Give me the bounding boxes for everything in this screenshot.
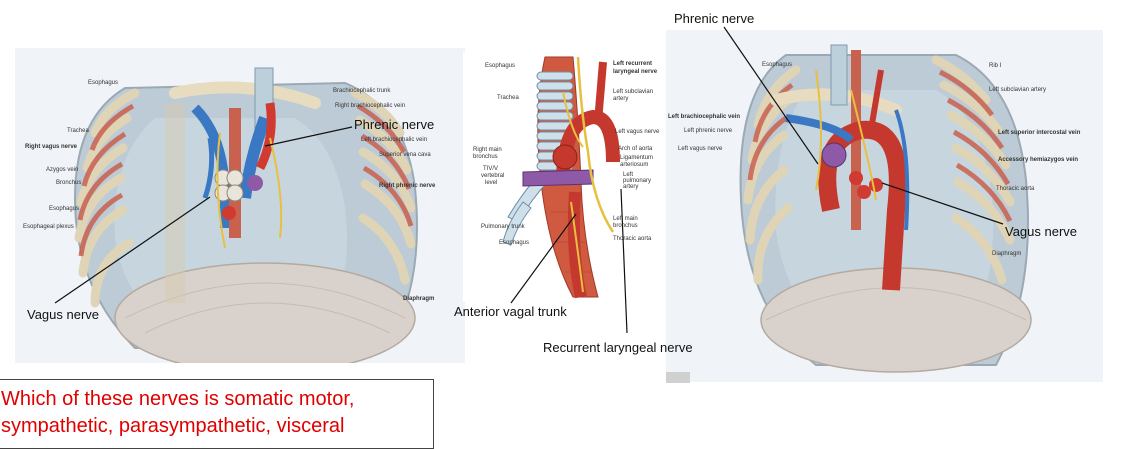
callout-phrenic-nerve-left: Phrenic nerve <box>354 117 435 132</box>
mid-label-left-subclavian-1: Left subclavian <box>613 89 654 95</box>
label-esophagus-lower: Esophagus <box>49 206 80 212</box>
middle-figure-canvas: Esophagus Left recurrent laryngeal nerve… <box>463 52 665 302</box>
label-azygos-vein: Azygos vein <box>46 167 79 173</box>
label-trachea: Trachea <box>67 128 89 134</box>
right-label-diaphragm: Diaphragm <box>992 251 1022 257</box>
label-right-phrenic-nerve: Right phrenic nerve <box>379 183 436 189</box>
mid-label-left-recurrent-1: Left recurrent <box>613 61 653 67</box>
question-line-2: sympathetic, parasympathetic, visceral <box>1 415 345 437</box>
label-esophageal-plexus: Esophageal plexus <box>23 224 74 230</box>
right-label-left-phrenic-nerve: Left phrenic nerve <box>684 128 733 134</box>
question-text-box[interactable]: Which of these nerves is somatic motor, … <box>0 379 434 449</box>
mid-label-left-main-bronchus-1: Left main <box>613 216 638 222</box>
right-label-left-brachiocephalic-vein: Left brachiocephalic vein <box>668 114 741 120</box>
right-label-left-superior-intercostal-vein: Left superior intercostal vein <box>998 130 1081 136</box>
label-bronchus: Bronchus <box>56 180 82 186</box>
middle-anatomy-figure: Esophagus Left recurrent laryngeal nerve… <box>463 52 665 302</box>
question-text: Which of these nerves is somatic motor, … <box>1 386 354 440</box>
right-figure-canvas: Esophagus Rib I Left subclavian artery L… <box>666 30 1103 382</box>
mid-label-pulmonary-trunk: Pulmonary trunk <box>481 224 525 230</box>
mid-label-left-subclavian-2: artery <box>613 96 629 102</box>
mid-label-trachea: Trachea <box>497 95 519 101</box>
label-left-brachiocephalic-vein: Left brachiocephalic vein <box>361 137 428 143</box>
mid-label-left-vagus: Left vagus nerve <box>615 129 660 135</box>
slide-scroll-marker <box>666 372 690 383</box>
callout-recurrent-laryngeal-nerve: Recurrent laryngeal nerve <box>543 340 693 355</box>
label-right-brachiocephalic-vein: Right brachiocephalic vein <box>335 103 406 109</box>
callout-vagus-nerve-right: Vagus nerve <box>1005 224 1078 239</box>
mid-label-thoracic-aorta: Thoracic aorta <box>613 236 652 242</box>
mid-label-tiv-1: TIV/V <box>483 166 499 172</box>
right-label-thoracic-aorta: Thoracic aorta <box>996 186 1035 192</box>
mid-label-esophagus: Esophagus <box>485 63 516 69</box>
right-label-left-subclavian-artery: Left subclavian artery <box>989 87 1047 93</box>
question-line-1: Which of these nerves is somatic motor, <box>1 388 355 410</box>
mid-label-right-main-bronchus-1: Right main <box>473 147 502 153</box>
mid-label-tiv-3: level <box>485 180 498 186</box>
label-right-vagus-nerve: Right vagus nerve <box>25 144 78 150</box>
mid-label-left-pulmonary-3: artery <box>623 184 639 190</box>
mid-label-arch-of-aorta: Arch of aorta <box>618 146 653 152</box>
mid-label-ligamentum-2: arteriosum <box>620 162 649 168</box>
label-esophagus: Esophagus <box>88 80 119 86</box>
right-anatomy-figure: Esophagus Rib I Left subclavian artery L… <box>666 30 1103 382</box>
right-label-rib-1: Rib I <box>989 63 1002 69</box>
right-label-left-vagus-nerve: Left vagus nerve <box>678 146 723 152</box>
mid-label-right-main-bronchus-2: bronchus <box>473 154 498 160</box>
mid-label-left-pulmonary-2: pulmonary <box>623 178 652 184</box>
callout-anterior-vagal-trunk: Anterior vagal trunk <box>454 304 567 319</box>
label-brachiocephalic-trunk: Brachiocephalic trunk <box>333 88 391 94</box>
right-label-accessory-hemiazygos-vein: Accessory hemiazygos vein <box>998 157 1079 163</box>
label-superior-vena-cava: Superior vena cava <box>379 152 431 158</box>
right-figure-illustration <box>739 44 1032 373</box>
mid-label-ligamentum-1: Ligamentum <box>620 155 654 161</box>
mid-label-left-recurrent-2: laryngeal nerve <box>613 69 658 75</box>
mid-label-esophagus-lower: Esophagus <box>499 240 530 246</box>
right-label-esophagus: Esophagus <box>762 62 793 68</box>
callout-phrenic-nerve-right: Phrenic nerve <box>674 11 755 26</box>
label-diaphragm: Diaphragm <box>403 296 435 302</box>
mid-label-left-pulmonary-1: Left <box>623 172 634 178</box>
mid-label-tiv-2: vertebral <box>481 173 505 179</box>
callout-vagus-nerve-left: Vagus nerve <box>27 307 100 322</box>
mid-label-left-main-bronchus-2: bronchus <box>613 223 638 229</box>
